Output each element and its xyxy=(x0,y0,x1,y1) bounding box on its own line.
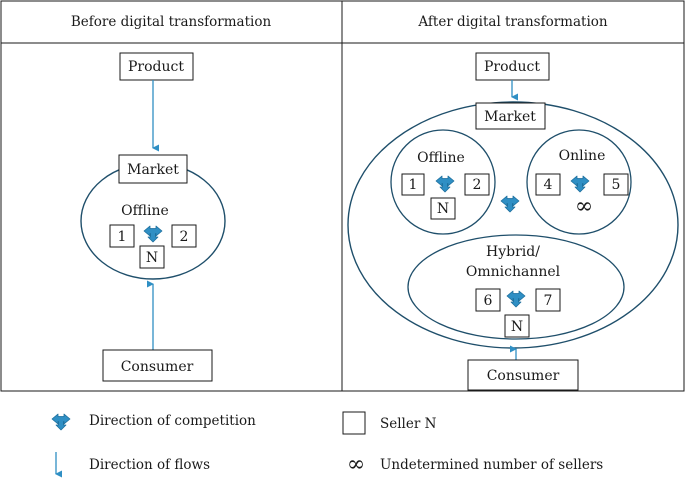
legend-flows-label: Direction of flows xyxy=(89,457,210,473)
after-hybrid-label-line2: Omnichannel xyxy=(466,264,561,280)
after-offline-seller-box-2 xyxy=(464,173,490,196)
after-online-seller-label-5: 5 xyxy=(612,177,621,193)
after-offline-seller-label-n: N xyxy=(437,201,449,217)
after-hybrid-seller-box-7 xyxy=(535,288,561,312)
after-online-seller-box-4 xyxy=(535,173,561,196)
after-online-seller-label-4: 4 xyxy=(544,177,553,193)
after-market-box xyxy=(475,102,546,130)
seller-box-icon xyxy=(342,411,366,435)
after-offline-seller-label-1: 1 xyxy=(409,177,418,193)
before-consumer-label: Consumer xyxy=(121,359,194,375)
before-competition-icon xyxy=(143,225,163,243)
before-offline-label: Offline xyxy=(121,203,169,219)
after-hybrid-label-line1: Hybrid/ xyxy=(486,244,540,260)
before-consumer-box xyxy=(102,349,213,382)
after-offline-seller-box-n xyxy=(430,197,456,220)
after-hybrid-seller-box-n xyxy=(504,314,530,338)
after-market-label: Market xyxy=(484,109,536,125)
competition-arrows-icon xyxy=(51,413,71,431)
after-offline-circle xyxy=(390,129,496,235)
before-seller-box-1 xyxy=(109,224,135,248)
after-panel-title: After digital transformation xyxy=(417,14,608,30)
before-product-box xyxy=(119,52,194,81)
before-product-label: Product xyxy=(128,59,184,75)
after-market-ellipse xyxy=(347,101,679,349)
after-offline-seller-label-2: 2 xyxy=(473,177,482,193)
after-online-label: Online xyxy=(559,148,606,164)
legend-undetermined-label: Undetermined number of sellers xyxy=(380,457,603,473)
after-online-circle xyxy=(526,129,632,235)
before-seller-box-n xyxy=(139,245,165,269)
after-offline-seller-box-1 xyxy=(401,173,425,196)
before-market-box xyxy=(118,154,188,184)
after-offline-competition-icon xyxy=(435,175,455,193)
after-hybrid-seller-box-6 xyxy=(475,288,501,312)
after-hybrid-ellipse xyxy=(407,234,625,340)
after-center-competition-icon xyxy=(500,195,520,213)
before-seller-label-2: 2 xyxy=(180,229,189,245)
before-seller-label-1: 1 xyxy=(118,229,127,245)
before-seller-box-2 xyxy=(171,224,197,248)
legend: Direction of competition Direction of fl… xyxy=(51,411,603,478)
after-hybrid-competition-icon xyxy=(506,290,526,308)
before-panel: Product Market Offline 1 2 N Consumer xyxy=(80,52,226,382)
after-hybrid-seller-label-n: N xyxy=(511,319,523,335)
legend-infinity-icon: ∞ xyxy=(347,452,365,477)
before-seller-label-n: N xyxy=(146,250,158,266)
after-product-label: Product xyxy=(484,59,540,75)
after-product-box xyxy=(475,52,550,81)
after-online-competition-icon xyxy=(570,175,590,193)
before-panel-title: Before digital transformation xyxy=(71,14,272,30)
after-online-seller-box-5 xyxy=(603,173,629,196)
legend-competition-label: Direction of competition xyxy=(89,413,256,429)
before-market-label: Market xyxy=(127,162,179,178)
after-offline-label: Offline xyxy=(417,150,465,166)
after-panel: Product Market Offline 1 2 N Online 4 5 … xyxy=(347,52,679,391)
after-consumer-box xyxy=(467,359,579,391)
after-hybrid-seller-label-7: 7 xyxy=(544,293,553,309)
after-hybrid-seller-label-6: 6 xyxy=(484,293,493,309)
legend-seller-label: Seller N xyxy=(380,416,437,432)
infinity-icon: ∞ xyxy=(575,194,593,219)
after-consumer-label: Consumer xyxy=(487,368,560,384)
